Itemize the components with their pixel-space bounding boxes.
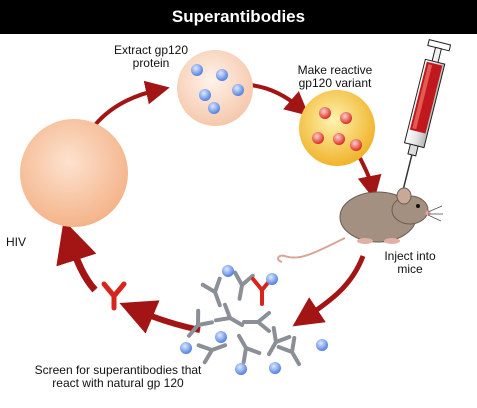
label-screen: Screen for superantibodies that react wi… bbox=[34, 363, 202, 390]
label-inject: Inject into mice bbox=[384, 249, 436, 276]
antibody-cluster bbox=[187, 270, 301, 367]
arrow-selected-to-hiv bbox=[56, 219, 98, 293]
syringe-icon bbox=[401, 39, 452, 194]
arrow-antibodies-to-selected bbox=[119, 300, 201, 334]
gp120-protein-sphere bbox=[177, 50, 253, 126]
virus-icon bbox=[20, 119, 128, 227]
antibody-icon bbox=[242, 311, 271, 333]
label-make: Make reactive gp120 variant bbox=[297, 63, 373, 90]
arrow-variant-to-mouse bbox=[357, 157, 382, 200]
gp120-variant-sphere bbox=[299, 90, 375, 166]
page-title: Superantibodies bbox=[0, 0, 477, 34]
antibody-icon bbox=[276, 335, 301, 367]
arrow-hiv-to-protein bbox=[93, 80, 170, 127]
antibody-icon bbox=[213, 302, 245, 327]
antibody-icon bbox=[196, 343, 228, 365]
antibody-icon bbox=[237, 333, 262, 365]
antibody-icon bbox=[267, 325, 292, 357]
label-hiv: HIV bbox=[6, 235, 27, 249]
antibody-icon bbox=[200, 276, 222, 308]
arrow-protein-to-variant bbox=[249, 83, 310, 116]
antigen-dots bbox=[180, 265, 328, 375]
arrow-mouse-to-antibodies bbox=[292, 255, 366, 327]
mouse-icon bbox=[277, 187, 443, 263]
superantibody-icon bbox=[101, 281, 127, 311]
label-extract: Extract gp120 protein bbox=[113, 43, 189, 70]
antibody-icon bbox=[187, 308, 214, 338]
antibody-icon bbox=[233, 270, 255, 301]
